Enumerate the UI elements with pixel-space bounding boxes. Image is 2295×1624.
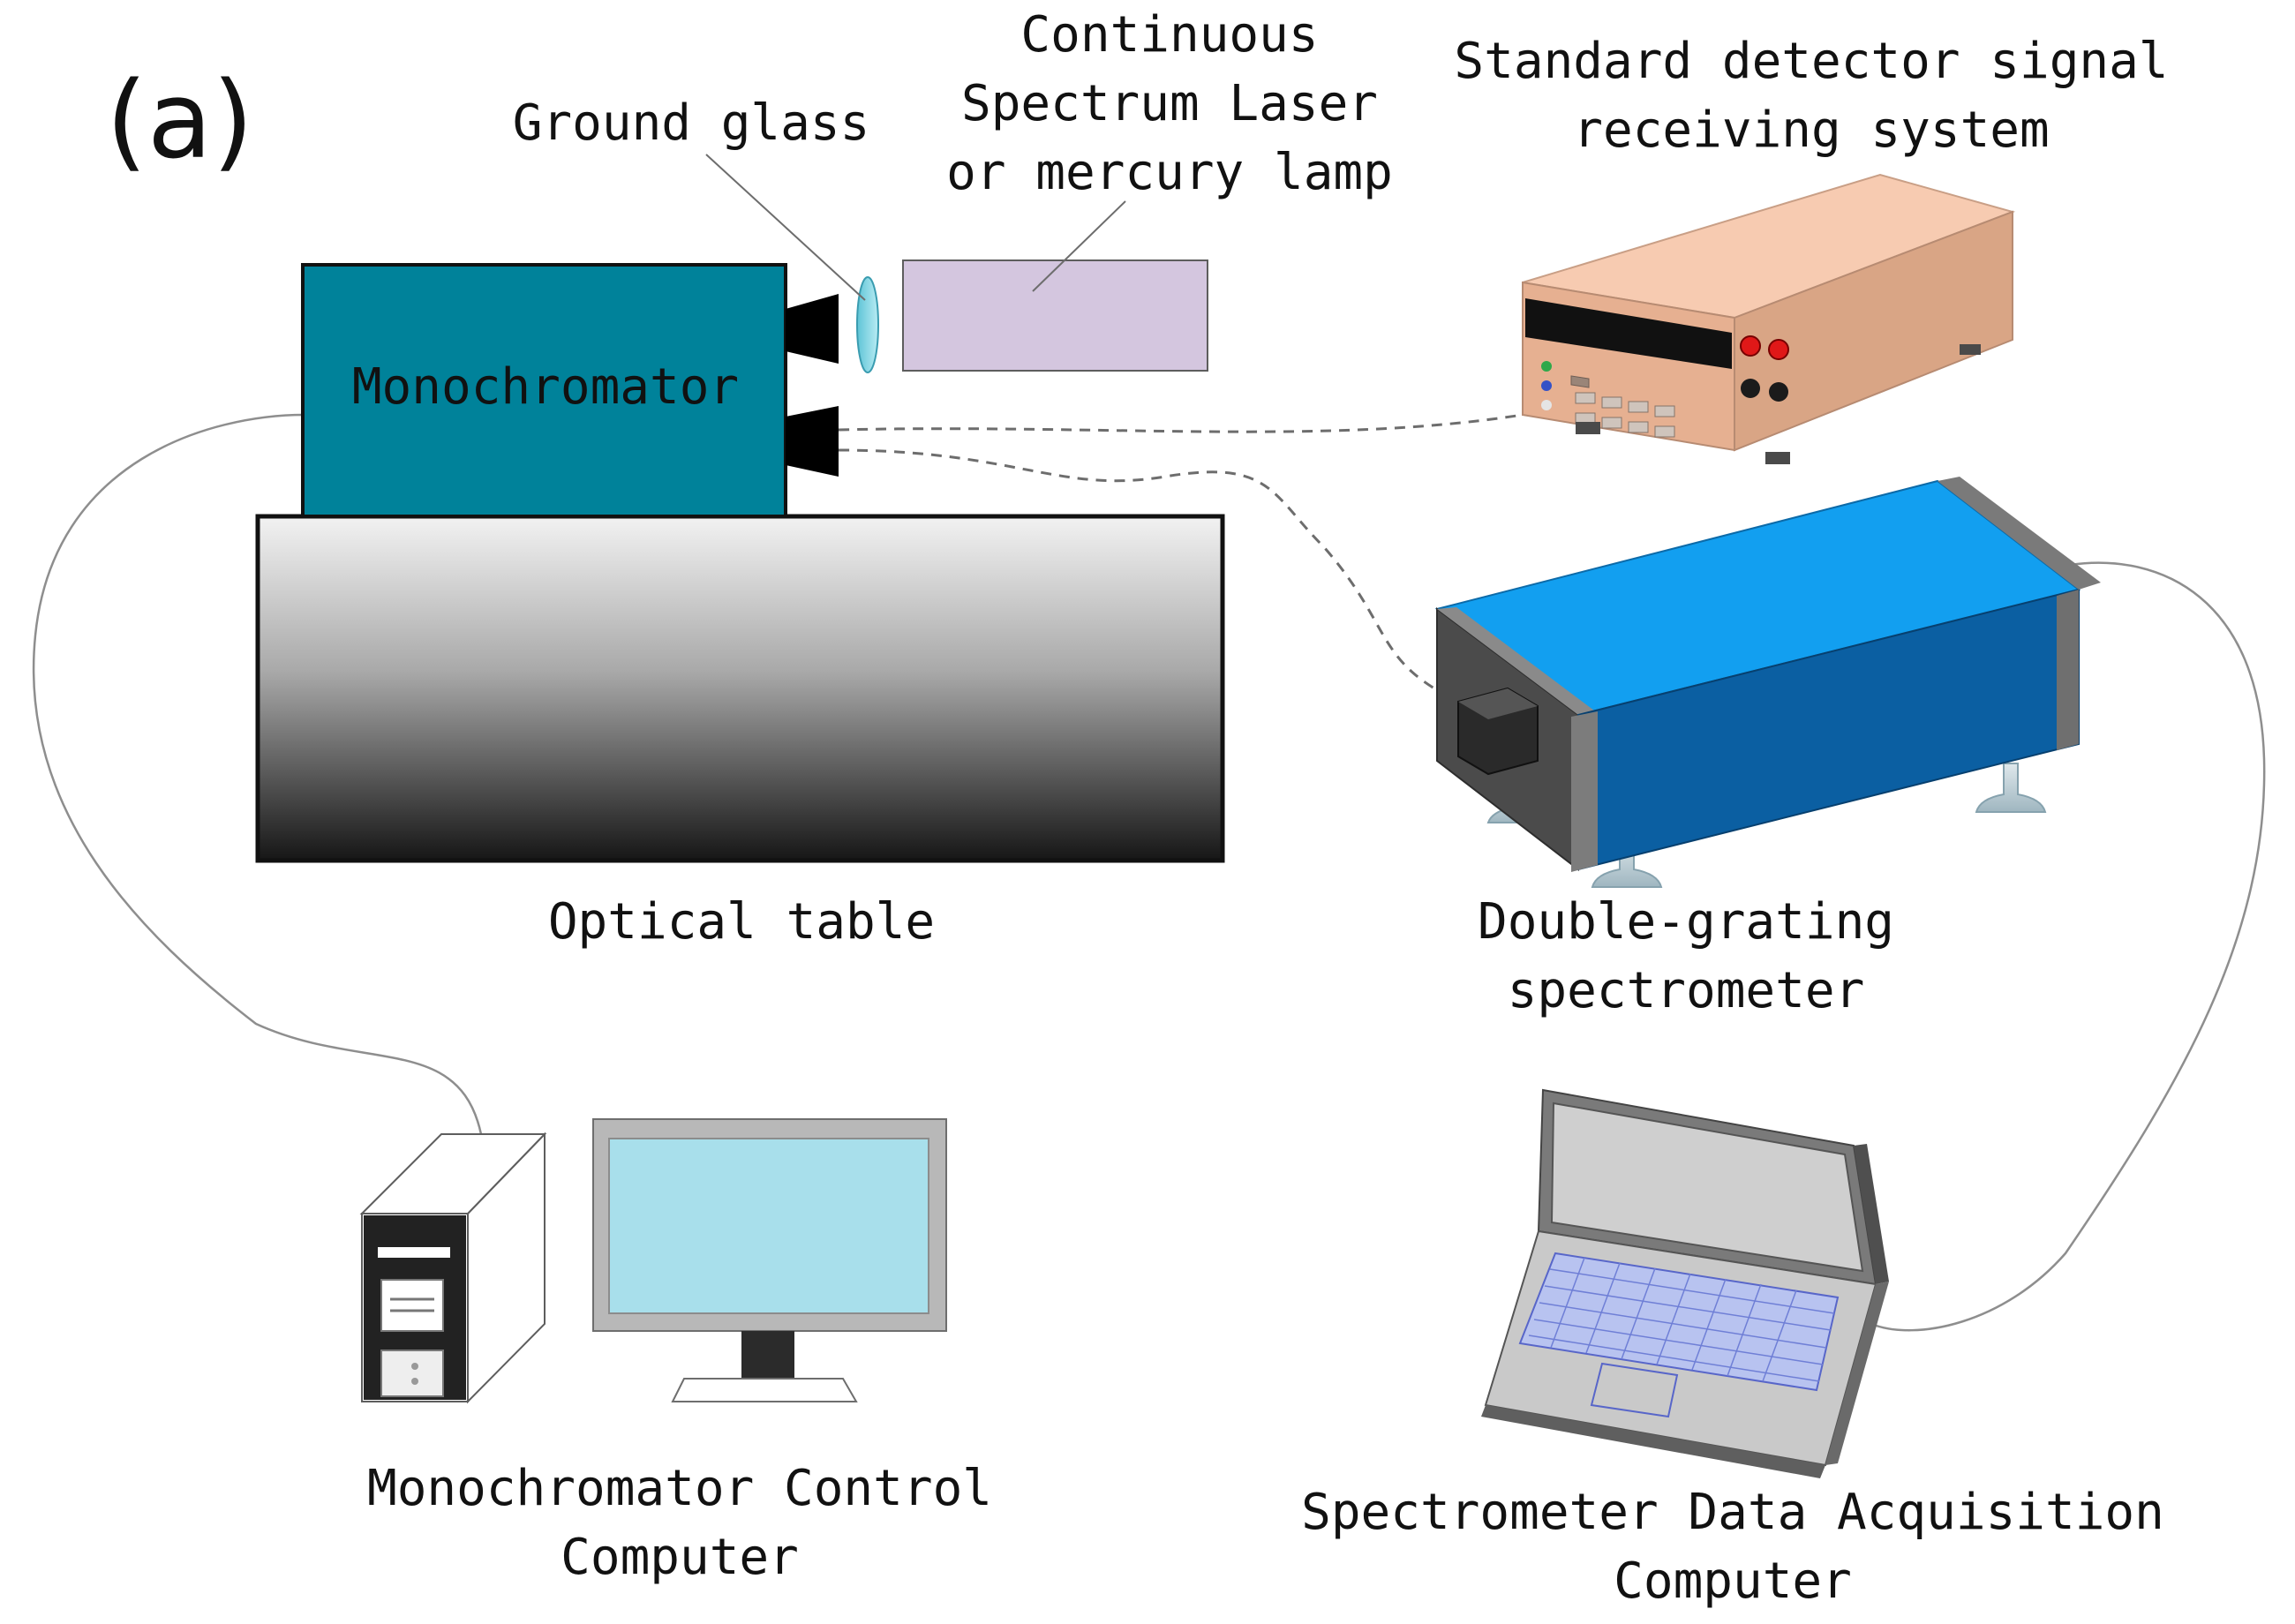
detector-terminal-black [1769,382,1788,402]
standard-detector-label: Standard detector signal receiving syste… [1454,33,2168,159]
ground-glass [856,276,879,373]
light-source-label: Continuous Spectrum Laser or mercury lam… [946,6,1393,201]
detector-led-white [1541,400,1552,410]
desktop-tower [359,1132,547,1404]
detector-terminal-red [1768,339,1789,360]
light-source-leader [1032,200,1126,292]
monochromator-computer-label-line-2: Computer [561,1529,799,1586]
monochromator-exit-port [786,406,839,477]
laptop-keyboard [1518,1252,1840,1392]
monitor-base [671,1378,858,1402]
tower-front-panel [380,1350,444,1397]
connection-cables [32,413,2266,1332]
monitor-stand [741,1331,794,1384]
monitor-screen [608,1138,929,1314]
monochromator-label: Monochromator [352,358,739,416]
panel-label: (a) [106,60,253,183]
light-source-label-line-3: or mercury lamp [946,144,1393,201]
ground-glass-label: Ground glass [513,94,870,152]
cable-monochromator-to-control-computer [32,413,483,1135]
acquisition-computer-label-line-1: Spectrometer Data Acquisition [1301,1484,2164,1541]
ground-glass-leader [705,154,866,301]
detector-display [1525,298,1732,369]
fiber-to-spectrometer [838,448,1435,690]
double-grating-spectrometer [1434,477,2101,888]
double-grating-label-line-1: Double-grating [1478,893,1894,951]
tower-drive-bay [378,1247,450,1258]
detector-led-green [1541,361,1552,372]
laptop-screen [1550,1101,1864,1273]
detector-led-blue [1541,380,1552,391]
double-grating-label-line-2: spectrometer [1508,962,1865,1019]
standard-detector-label-line-2: receiving system [1573,102,2049,159]
cable-spectrometer-to-laptop [1870,561,2266,1332]
standard-detector-label-line-1: Standard detector signal [1454,33,2168,90]
desktop-monitor [592,1118,947,1402]
acquisition-computer-label-line-2: Computer [1614,1553,1852,1610]
light-source-label-line-1: Continuous [1020,6,1318,64]
optical-table [255,514,1225,863]
laptop [1481,1088,1889,1478]
optical-table-label: Optical table [548,893,935,951]
monochromator-entrance-port [786,294,839,364]
monochromator [301,263,839,518]
light-source-label-line-2: Spectrum Laser [961,75,1378,132]
fiber-to-detector [838,413,1524,433]
monochromator-computer-label-line-1: Monochromator Control [367,1460,992,1517]
detector-terminal-black [1741,379,1760,398]
laptop-touchpad [1590,1362,1679,1418]
tower-drive-bay [380,1279,444,1332]
acquisition-computer-label: Spectrometer Data Acquisition Computer [1301,1484,2164,1610]
monochromator-computer-label: Monochromator Control Computer [367,1460,992,1586]
standard-detector [1522,173,2016,648]
light-source [902,259,1208,372]
detector-terminal-red [1740,335,1761,357]
double-grating-label: Double-grating spectrometer [1478,893,1894,1019]
